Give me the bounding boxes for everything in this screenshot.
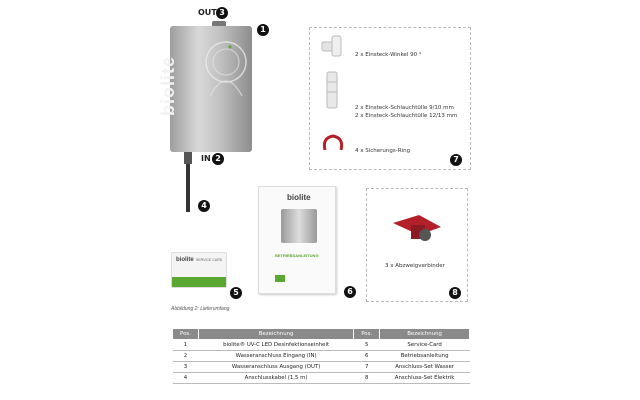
badge-2: 2 (212, 153, 224, 165)
cell-pos: 1 (172, 339, 199, 351)
in-port (184, 152, 192, 164)
out-label: OUT (198, 8, 217, 17)
badge-1: 1 (257, 24, 269, 36)
figure-caption: Abbildung 2: Lieferumfang (171, 306, 230, 312)
table-row: 4 Anschlusskabel (1,5 m) 8 Anschluss-Set… (172, 372, 470, 384)
manual-device-image (281, 209, 317, 243)
hose-barb-icon (326, 71, 338, 109)
safety-ring-icon (322, 134, 344, 151)
table-row: 2 Wasseranschluss Eingang (IN) 6 Betrieb… (172, 350, 470, 362)
badge-5: 5 (230, 287, 242, 299)
manual-green-badge (275, 275, 285, 282)
service-card: biolite SERVICE CARD (171, 252, 227, 288)
cell-desc: Wasseranschluss Eingang (IN) (198, 350, 354, 362)
cell-desc: Anschlusskabel (1,5 m) (198, 372, 354, 384)
item-barb-text-2: 2 x Einsteck-Schlauchtülle 12/13 mm (355, 113, 458, 119)
manual-booklet: biolite BETRIEBSANLEITUNG (258, 186, 336, 294)
header-pos-2: Pos. (353, 328, 381, 340)
badge-4: 4 (198, 200, 210, 212)
electric-set-box: 3 x Abzweigverbinder (366, 188, 468, 302)
card-brand: biolite (176, 257, 194, 263)
uv-device: biolite (158, 26, 252, 152)
badge-8: 8 (449, 287, 461, 299)
cell-desc: Anschluss-Set Elektrik (379, 372, 470, 384)
card-text: SERVICE CARD (196, 258, 223, 262)
badge-7: 7 (450, 154, 462, 166)
cell-pos: 6 (353, 350, 380, 362)
cell-pos: 4 (172, 372, 199, 384)
parts-table: Pos. Bezeichnung Pos. Bezeichnung 1 biol… (172, 328, 470, 384)
item-branch-text: 3 x Abzweigverbinder (385, 263, 445, 269)
cell-pos: 2 (172, 350, 199, 362)
header-desc-1: Bezeichnung (197, 328, 355, 340)
table-row: 3 Wasseranschluss Ausgang (OUT) 7 Anschl… (172, 361, 470, 373)
header-desc-2: Bezeichnung (379, 328, 470, 340)
item-ring-text: 4 x Sicherungs-Ring (355, 148, 411, 154)
manual-brand: biolite (287, 193, 311, 202)
cell-desc: biolite® UV-C LED Desinfektionseinheit (198, 339, 354, 351)
cell-pos: 7 (353, 361, 380, 373)
power-cable (186, 164, 190, 212)
badge-6: 6 (344, 286, 356, 298)
cell-desc: Service-Card (379, 339, 470, 351)
out-port (212, 21, 226, 27)
cell-desc: Wasseranschluss Ausgang (OUT) (198, 361, 354, 373)
badge-3: 3 (216, 7, 228, 19)
elbow-connector-icon (321, 35, 342, 57)
device-brand: biolite (158, 56, 178, 116)
table-row: 1 biolite® UV-C LED Desinfektionseinheit… (172, 339, 470, 351)
item-barb-text-1: 2 x Einsteck-Schlauchtülle 9/10 mm (355, 105, 454, 111)
cell-pos: 5 (353, 339, 380, 351)
item-elbow-text: 2 x Einsteck-Winkel 90 ° (355, 52, 422, 58)
card-green-stripe (172, 277, 226, 287)
cell-pos: 3 (172, 361, 199, 373)
water-set-box: 2 x Einsteck-Winkel 90 ° 2 x Einsteck-Sc… (309, 27, 471, 170)
header-pos-1: Pos. (172, 328, 199, 340)
table-header-row: Pos. Bezeichnung Pos. Bezeichnung (172, 328, 470, 340)
branch-connector-icon (393, 215, 441, 241)
in-label: IN (201, 154, 211, 163)
cell-pos: 8 (353, 372, 380, 384)
manual-title: BETRIEBSANLEITUNG (275, 253, 319, 258)
cell-desc: Betriebsanleitung (379, 350, 470, 362)
cell-desc: Anschluss-Set Wasser (379, 361, 470, 373)
